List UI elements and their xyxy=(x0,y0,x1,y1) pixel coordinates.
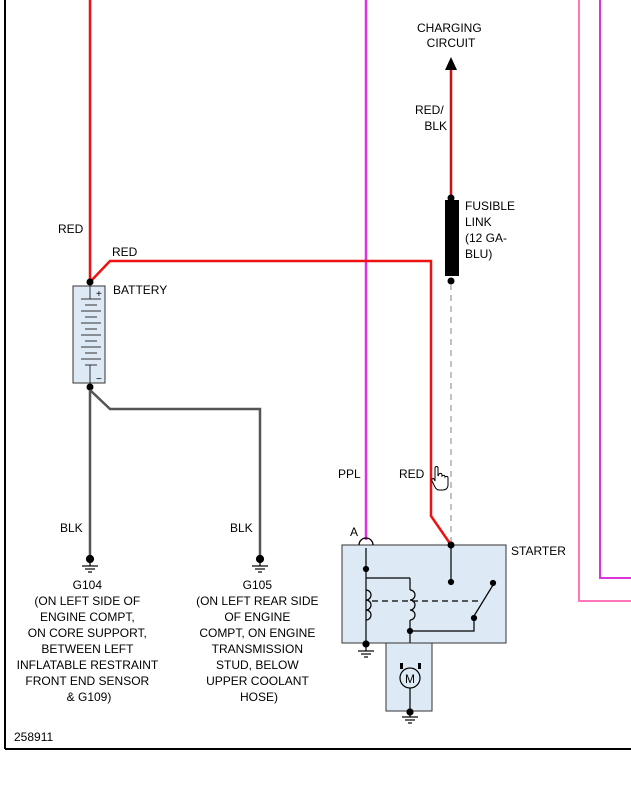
figure-number: 258911 xyxy=(14,730,53,744)
red-wire-battery-starter xyxy=(89,259,453,546)
ppl-label: PPL xyxy=(338,467,361,481)
starter-label: STARTER xyxy=(511,544,566,558)
red-wire-label-horizontal: RED xyxy=(112,245,138,259)
battery-label: BATTERY xyxy=(113,283,167,297)
ground-g104-icon xyxy=(82,554,98,573)
ground-g105-icon xyxy=(252,554,268,573)
motor-brush-right-icon xyxy=(418,663,421,669)
pink-wire-outer xyxy=(578,0,631,602)
blk-label-g105: BLK xyxy=(230,521,253,535)
red-wire-label-top: RED xyxy=(58,222,84,236)
ground-starter-icon xyxy=(358,647,374,658)
motor-label: M xyxy=(405,672,415,686)
red-wire-label-starter: RED xyxy=(399,467,425,481)
charging-arrow-icon xyxy=(445,57,457,70)
blk-wire-g105 xyxy=(89,389,262,556)
terminal-a-label: A xyxy=(350,525,358,539)
g105-description: G105 (ON LEFT REAR SIDE OF ENGINE COMPT,… xyxy=(196,578,322,704)
battery-cells-icon xyxy=(81,286,101,383)
fusible-link-top-dot xyxy=(447,194,455,202)
motor-brush-left-icon xyxy=(400,663,403,669)
red-blk-label: RED/ BLK xyxy=(415,103,447,133)
g104-description: G104 (ON LEFT SIDE OF ENGINE COMPT, ON C… xyxy=(17,578,162,704)
battery-minus-sign: − xyxy=(96,374,102,385)
blk-label-g104: BLK xyxy=(60,521,83,535)
purple-wire-right xyxy=(599,0,631,579)
battery-positive-dot xyxy=(86,278,94,286)
ground-motor-icon xyxy=(402,708,418,724)
starter-terminal-dot xyxy=(447,541,455,549)
starter-body xyxy=(341,544,507,644)
battery-plus-sign: + xyxy=(96,289,102,300)
battery-negative-dot xyxy=(86,383,94,391)
fusible-link xyxy=(445,200,459,276)
hand-cursor-icon xyxy=(431,466,449,491)
fusible-link-label: FUSIBLE LINK (12 GA- BLU) xyxy=(465,199,518,261)
terminal-a-connector-icon xyxy=(358,537,374,546)
charging-circuit-label: CHARGING CIRCUIT xyxy=(417,21,485,50)
fusible-link-bottom-dot xyxy=(447,277,455,285)
